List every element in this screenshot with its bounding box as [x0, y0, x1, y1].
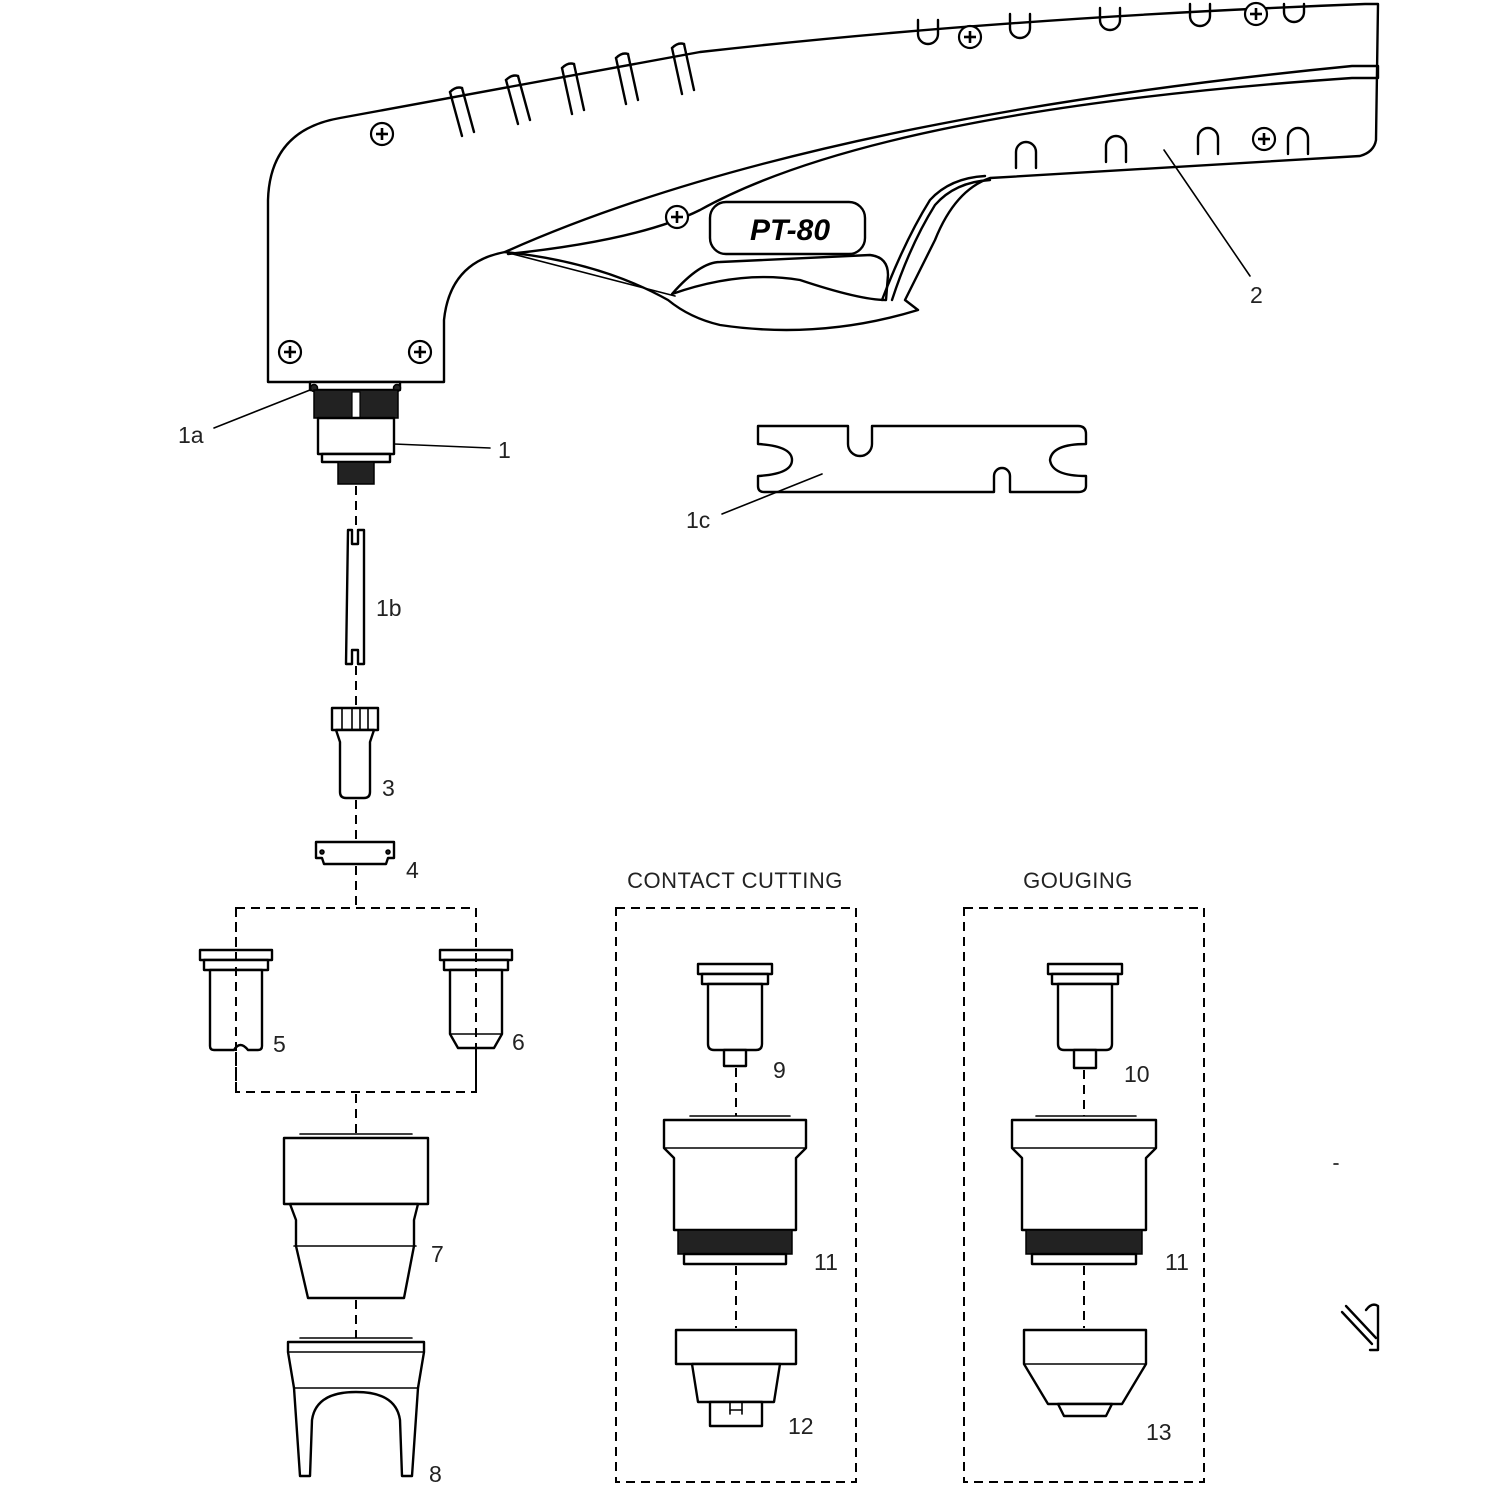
callout-11-gouging: 11	[1165, 1249, 1189, 1275]
torch-head	[308, 380, 402, 485]
grip-ribs-upper	[448, 42, 696, 138]
callout-6: 6	[512, 1029, 525, 1055]
part-4-swirl-ring	[314, 840, 396, 866]
torch-handle: PT-80	[266, 1, 1380, 384]
part-12-contact-tip	[674, 1328, 798, 1428]
part-8-standoff-guide	[286, 1337, 426, 1478]
callout-2: 2	[1250, 282, 1263, 308]
callout-1b: 1b	[376, 595, 402, 621]
part-11-retaining-cup-gouging	[1010, 1115, 1158, 1266]
part-13-gouging-shield	[1022, 1328, 1148, 1418]
callout-5: 5	[273, 1031, 286, 1057]
callout-11-contact: 11	[814, 1249, 838, 1275]
part-9-tip	[696, 962, 774, 1068]
model-label: PT-80	[750, 214, 830, 247]
assembly-lines	[235, 486, 1085, 1338]
part-10-tip	[1046, 962, 1124, 1070]
leader-lines	[213, 149, 1251, 515]
callout-3: 3	[382, 775, 395, 801]
part-11-retaining-cup	[662, 1115, 808, 1266]
callout-1: 1	[498, 437, 511, 463]
part-7-shield-cup	[282, 1133, 430, 1300]
contact-cutting-group-box	[615, 907, 857, 1483]
callout-1c: 1c	[686, 507, 710, 533]
vent-slots-upper	[916, 2, 1306, 46]
callout-12: 12	[788, 1413, 814, 1439]
gouging-group-box	[963, 907, 1205, 1483]
spanner-tool	[756, 424, 1088, 494]
callout-10: 10	[1124, 1061, 1150, 1087]
callout-7: 7	[431, 1241, 444, 1267]
gouging-heading: GOUGING	[1023, 868, 1133, 893]
callout-13: 13	[1146, 1419, 1172, 1445]
callout-1a: 1a	[178, 422, 204, 448]
part-3-electrode	[330, 706, 380, 800]
callout-8: 8	[429, 1461, 442, 1487]
part-1b	[344, 528, 366, 666]
model-label-plate	[708, 200, 867, 256]
callout-9: 9	[773, 1057, 786, 1083]
callout-4: 4	[406, 857, 419, 883]
edge-fragment	[1333, 1163, 1380, 1352]
contact-cutting-heading: CONTACT CUTTING	[627, 868, 843, 893]
